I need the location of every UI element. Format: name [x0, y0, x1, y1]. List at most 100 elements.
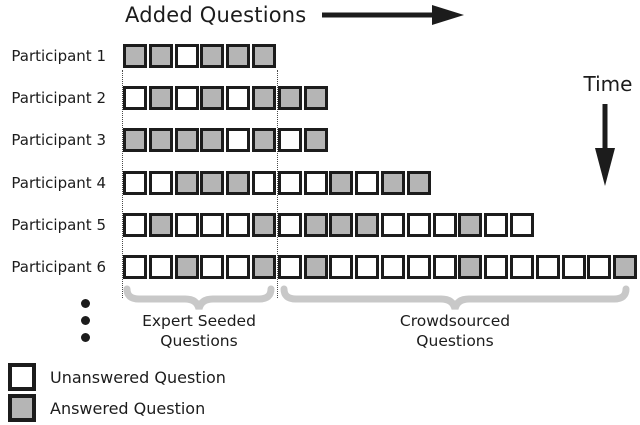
participant-row: Participant 5 — [0, 212, 640, 237]
unanswered-question-cell — [200, 212, 225, 237]
expert-seeded-label: Expert Seeded Questions — [123, 311, 275, 351]
answered-label: Answered Question — [50, 398, 206, 418]
crowdsourced-label-line2: Questions — [416, 332, 494, 350]
unanswered-question-cell — [277, 128, 302, 153]
answered-question-cell — [329, 212, 354, 237]
unanswered-question-cell — [406, 255, 431, 279]
crowdsourced-brace-icon — [280, 285, 630, 310]
answered-question-cell — [200, 170, 225, 195]
unanswered-question-cell — [174, 44, 199, 68]
unanswered-question-cell — [432, 212, 457, 237]
unanswered-question-cell — [123, 212, 147, 237]
unanswered-question-cell — [226, 86, 251, 111]
expert-seeded-label-line1: Expert Seeded — [142, 312, 256, 330]
question-cells — [123, 128, 328, 153]
legend-row-unanswered: Unanswered Question — [8, 363, 226, 391]
answered-question-cell — [174, 128, 199, 153]
answered-question-cell — [251, 255, 276, 279]
unanswered-label: Unanswered Question — [50, 367, 226, 387]
participant-label: Participant 3 — [11, 131, 106, 150]
participant-label: Participant 1 — [11, 47, 106, 65]
time-label: Time — [583, 72, 633, 96]
expert-crowd-divider — [277, 70, 278, 298]
answered-question-cell — [303, 86, 328, 111]
answered-question-cell — [380, 170, 405, 195]
participant-row: Participant 3 — [0, 128, 640, 153]
participant-row: Participant 1 — [0, 44, 640, 68]
unanswered-question-cell — [174, 86, 199, 111]
more-participants-ellipsis — [81, 299, 90, 342]
answered-question-cell — [251, 86, 276, 111]
unanswered-question-cell — [226, 128, 251, 153]
answered-question-cell — [458, 212, 483, 237]
unanswered-question-cell — [484, 212, 509, 237]
unanswered-question-cell — [509, 255, 534, 279]
unanswered-question-cell — [123, 86, 147, 111]
participant-row: Participant 4 — [0, 170, 640, 195]
question-cells — [123, 44, 276, 68]
answered-question-cell — [123, 44, 147, 68]
answered-question-cell — [174, 170, 199, 195]
answered-question-cell — [329, 170, 354, 195]
time-arrow-icon — [595, 104, 615, 186]
unanswered-question-cell — [484, 255, 509, 279]
answered-question-cell — [303, 255, 328, 279]
unanswered-question-cell — [174, 212, 199, 237]
unanswered-question-cell — [148, 255, 173, 279]
answered-question-cell — [200, 86, 225, 111]
legend: Unanswered Question Answered Question — [8, 363, 226, 425]
crowdsourced-label: Crowdsourced Questions — [280, 311, 630, 351]
answered-question-cell — [406, 170, 431, 195]
ellipsis-dot — [81, 333, 90, 342]
legend-row-answered: Answered Question — [8, 394, 226, 422]
unanswered-question-cell — [329, 255, 354, 279]
unanswered-question-cell — [277, 212, 302, 237]
answered-question-cell — [303, 128, 328, 153]
added-questions-arrow-icon — [322, 5, 464, 25]
expert-seeded-label-line2: Questions — [160, 332, 238, 350]
unanswered-question-cell — [123, 170, 147, 195]
question-cells — [123, 170, 431, 195]
unanswered-question-cell — [561, 255, 586, 279]
unanswered-question-cell — [380, 212, 405, 237]
crowdsourced-label-line1: Crowdsourced — [399, 312, 511, 330]
question-cells — [123, 212, 534, 237]
answered-question-cell — [148, 212, 173, 237]
ellipsis-dot — [81, 316, 90, 325]
answered-question-cell — [148, 86, 173, 111]
unanswered-question-cell — [226, 212, 251, 237]
answered-question-cell — [200, 44, 225, 68]
participant-row: Participant 6 — [0, 255, 640, 279]
answered-question-cell — [613, 255, 638, 279]
answered-swatch — [8, 394, 36, 422]
expert-start-divider — [122, 70, 123, 298]
answered-question-cell — [148, 44, 173, 68]
unanswered-question-cell — [277, 170, 302, 195]
unanswered-question-cell — [226, 255, 251, 279]
unanswered-question-cell — [355, 170, 380, 195]
unanswered-question-cell — [200, 255, 225, 279]
participant-label: Participant 4 — [11, 173, 106, 192]
unanswered-question-cell — [509, 212, 534, 237]
question-cells — [123, 86, 328, 111]
unanswered-question-cell — [432, 255, 457, 279]
unanswered-question-cell — [303, 170, 328, 195]
answered-question-cell — [148, 128, 173, 153]
added-questions-label: Added Questions — [125, 3, 307, 27]
answered-question-cell — [355, 212, 380, 237]
answered-question-cell — [200, 128, 225, 153]
answered-question-cell — [251, 212, 276, 237]
answered-question-cell — [174, 255, 199, 279]
unanswered-question-cell — [380, 255, 405, 279]
unanswered-question-cell — [123, 255, 147, 279]
unanswered-question-cell — [406, 212, 431, 237]
participant-row: Participant 2 — [0, 86, 640, 111]
unanswered-question-cell — [535, 255, 560, 279]
participant-label: Participant 2 — [11, 89, 106, 108]
answered-question-cell — [251, 128, 276, 153]
answered-question-cell — [277, 86, 302, 111]
answered-question-cell — [226, 170, 251, 195]
participant-label: Participant 5 — [11, 215, 106, 234]
unanswered-question-cell — [251, 170, 276, 195]
